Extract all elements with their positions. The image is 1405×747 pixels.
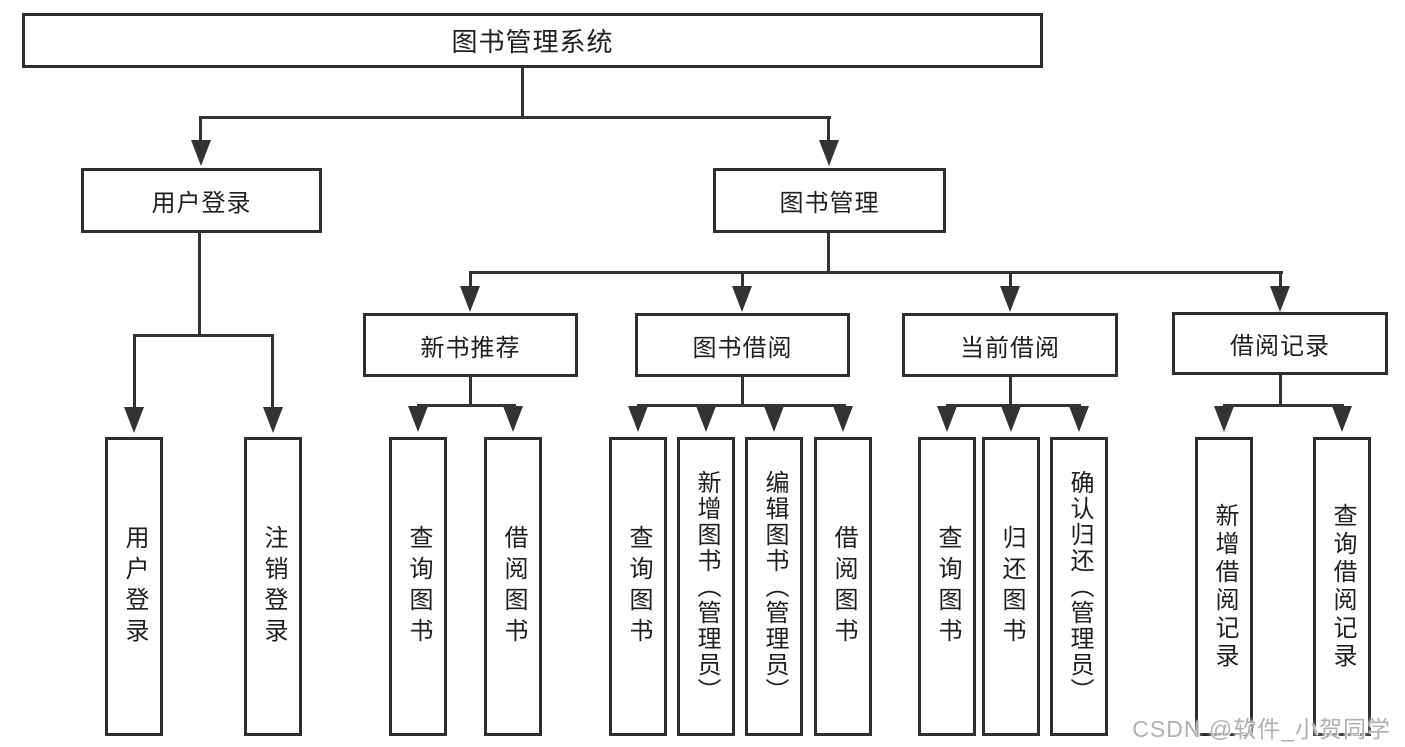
leaf-borrow-books: 借阅图书 bbox=[814, 437, 872, 736]
arrowhead-down bbox=[503, 406, 523, 432]
leaf-logout: 注销登录 bbox=[244, 437, 302, 736]
connector-line bbox=[741, 271, 744, 288]
arrowhead-down bbox=[124, 407, 144, 433]
leaf-query-borrow-record-label: 查询借阅记录 bbox=[1329, 502, 1356, 671]
leaf-add-book-admin-label: 新增图书（管理员） bbox=[693, 469, 720, 704]
arrowhead-down bbox=[408, 406, 428, 432]
node-root: 图书管理系统 bbox=[22, 13, 1043, 68]
connector-line bbox=[199, 116, 831, 119]
connector-line bbox=[469, 271, 1283, 274]
node-user-login: 用户登录 bbox=[81, 168, 322, 233]
connector-line bbox=[133, 334, 136, 409]
arrowhead-down bbox=[1001, 406, 1021, 432]
connector-line bbox=[1009, 377, 1012, 407]
arrowhead-down bbox=[1069, 406, 1089, 432]
node-user-login-label: 用户登录 bbox=[151, 190, 252, 217]
arrowhead-down bbox=[937, 406, 957, 432]
node-borrow-records: 借阅记录 bbox=[1172, 312, 1388, 375]
leaf-edit-book-admin: 编辑图书（管理员） bbox=[745, 437, 803, 736]
leaf-query-books-recommend-label: 查询图书 bbox=[405, 524, 432, 649]
connector-line bbox=[1009, 271, 1012, 288]
arrowhead-down bbox=[263, 407, 283, 433]
leaf-borrow-books-recommend-label: 借阅图书 bbox=[500, 524, 527, 649]
node-new-book-recommend: 新书推荐 bbox=[363, 313, 578, 377]
csdn-watermark: CSDN @软件_小贺同学 bbox=[1132, 716, 1391, 742]
node-book-borrow: 图书借阅 bbox=[635, 313, 850, 377]
connector-line bbox=[198, 233, 201, 337]
connector-line bbox=[199, 116, 202, 142]
leaf-user-login: 用户登录 bbox=[105, 437, 163, 736]
leaf-add-borrow-record: 新增借阅记录 bbox=[1195, 437, 1253, 736]
arrowhead-down bbox=[696, 406, 716, 432]
connector-line bbox=[271, 334, 274, 409]
connector-line bbox=[946, 404, 1081, 407]
node-current-borrow: 当前借阅 bbox=[902, 313, 1118, 377]
node-book-borrow-label: 图书借阅 bbox=[692, 334, 793, 362]
leaf-borrow-books-label: 借阅图书 bbox=[830, 524, 857, 649]
node-book-management: 图书管理 bbox=[713, 168, 946, 233]
leaf-edit-book-admin-label: 编辑图书（管理员） bbox=[761, 469, 788, 704]
leaf-logout-label: 注销登录 bbox=[260, 524, 287, 649]
arrowhead-down bbox=[833, 406, 853, 432]
connector-line bbox=[827, 233, 830, 274]
leaf-user-login-label: 用户登录 bbox=[121, 524, 148, 649]
connector-line bbox=[1279, 375, 1282, 407]
leaf-query-books-borrow: 查询图书 bbox=[609, 437, 667, 736]
arrowhead-down bbox=[1000, 286, 1020, 312]
node-borrow-records-label: 借阅记录 bbox=[1230, 333, 1330, 360]
node-current-borrow-label: 当前借阅 bbox=[960, 334, 1060, 362]
arrowhead-down bbox=[764, 406, 784, 432]
arrowhead-down bbox=[460, 286, 480, 312]
node-root-label: 图书管理系统 bbox=[451, 27, 614, 57]
arrowhead-down bbox=[628, 406, 648, 432]
leaf-add-book-admin: 新增图书（管理员） bbox=[677, 437, 735, 736]
connector-line bbox=[521, 68, 524, 119]
leaf-add-borrow-record-label: 新增借阅记录 bbox=[1211, 502, 1238, 671]
leaf-borrow-books-recommend: 借阅图书 bbox=[484, 437, 542, 736]
connector-line bbox=[1223, 404, 1344, 407]
arrowhead-down bbox=[732, 286, 752, 312]
arrowhead-down bbox=[819, 140, 839, 166]
leaf-query-books-borrow-label: 查询图书 bbox=[625, 524, 652, 649]
arrowhead-down bbox=[191, 140, 211, 166]
connector-line bbox=[469, 271, 472, 288]
node-new-book-recommend-label: 新书推荐 bbox=[420, 334, 521, 362]
connector-line bbox=[741, 377, 744, 407]
connector-line bbox=[469, 377, 472, 407]
connector-line bbox=[637, 404, 846, 407]
arrowhead-down bbox=[1270, 286, 1290, 312]
leaf-query-books-current: 查询图书 bbox=[918, 437, 976, 736]
leaf-return-book: 归还图书 bbox=[982, 437, 1040, 736]
connector-line bbox=[827, 116, 830, 142]
connector-line bbox=[133, 334, 274, 337]
connector-line bbox=[1279, 271, 1282, 288]
arrowhead-down bbox=[1332, 406, 1352, 432]
node-book-management-label: 图书管理 bbox=[779, 190, 880, 217]
connector-line bbox=[417, 404, 516, 407]
leaf-query-books-recommend: 查询图书 bbox=[389, 437, 447, 736]
arrowhead-down bbox=[1214, 406, 1234, 432]
leaf-query-books-current-label: 查询图书 bbox=[934, 524, 961, 649]
leaf-return-book-label: 归还图书 bbox=[998, 524, 1025, 649]
leaf-confirm-return-admin: 确认归还（管理员） bbox=[1050, 437, 1108, 736]
leaf-query-borrow-record: 查询借阅记录 bbox=[1313, 437, 1371, 736]
leaf-confirm-return-admin-label: 确认归还（管理员） bbox=[1066, 469, 1093, 704]
